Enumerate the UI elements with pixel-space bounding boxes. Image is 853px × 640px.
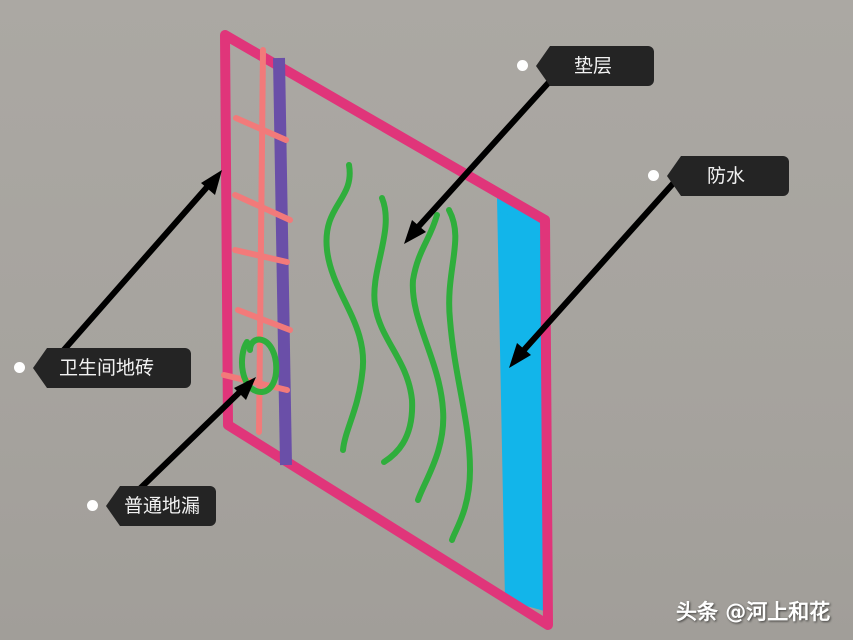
marker-dot	[87, 500, 98, 511]
arrows	[45, 67, 681, 511]
watermark: 头条 @河上和花	[676, 600, 831, 624]
marker-dot	[14, 362, 25, 373]
label-text: 卫生间地砖	[33, 348, 191, 388]
label-text: 垫层	[536, 46, 654, 86]
marker-dot	[648, 170, 659, 181]
marker-dot	[517, 60, 528, 71]
floor-drain-icon	[239, 336, 280, 396]
label-text: 防水	[667, 156, 789, 196]
tile-grid	[221, 47, 293, 435]
cushion-waves	[323, 162, 474, 543]
wall-frame	[220, 30, 553, 630]
label-text: 普通地漏	[106, 486, 216, 526]
